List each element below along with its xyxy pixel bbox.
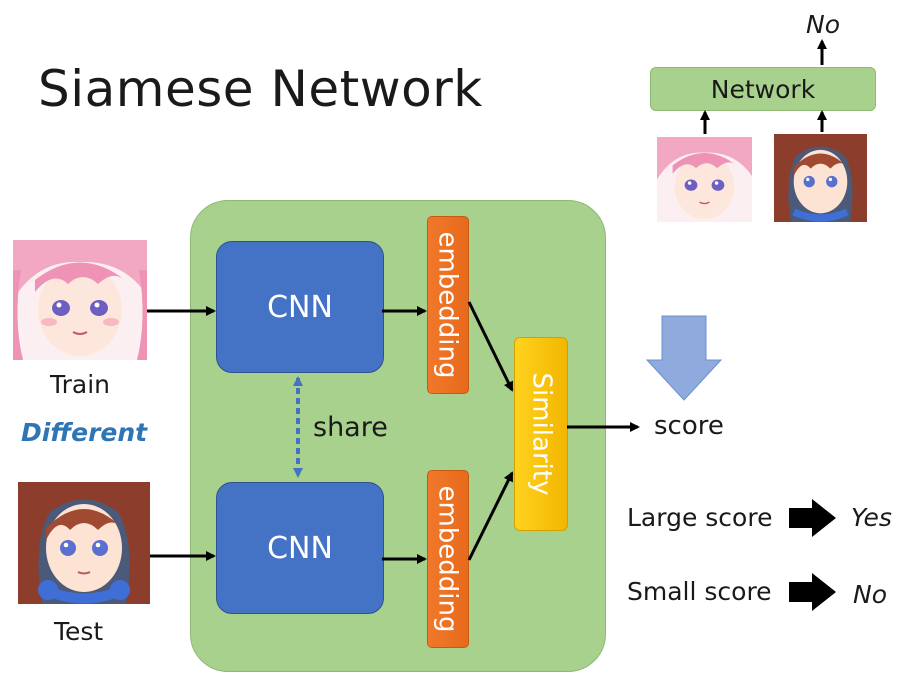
test-label: Test: [54, 617, 104, 646]
inset-network-block: Network: [650, 67, 876, 111]
score-label: score: [654, 411, 724, 441]
cnn-top-block: CNN: [216, 241, 384, 373]
inset-test-face-image: [774, 134, 867, 222]
slide-title: Siamese Network: [38, 60, 483, 118]
inset-network-label: Network: [710, 74, 816, 104]
cnn-bottom-block: CNN: [216, 482, 384, 614]
rule-large-result: Yes: [851, 503, 892, 532]
test-face-image: [18, 482, 150, 604]
big-down-arrow: [645, 315, 723, 401]
embedding-top-block: embedding: [427, 216, 469, 394]
share-label: share: [313, 412, 388, 443]
rule-large-condition: Large score: [627, 503, 773, 532]
similarity-block: Similarity: [514, 337, 568, 531]
arrow-embedding-bottom-to-similarity: [467, 471, 514, 561]
rule-small-condition: Small score: [627, 577, 772, 606]
different-label: Different: [21, 418, 148, 447]
inset-train-face-image: [657, 137, 752, 222]
embedding-bottom-block: embedding: [427, 470, 469, 648]
rule-small-result: No: [853, 580, 887, 609]
rule-small-arrow: [789, 573, 836, 611]
rule-large-arrow: [789, 499, 836, 537]
train-label: Train: [50, 370, 110, 399]
cnn-bottom-label: CNN: [267, 530, 333, 566]
train-face-image: [13, 240, 147, 360]
inset-output-label: No: [806, 10, 840, 39]
arrow-embedding-top-to-similarity: [467, 301, 514, 392]
cnn-top-label: CNN: [267, 289, 333, 325]
